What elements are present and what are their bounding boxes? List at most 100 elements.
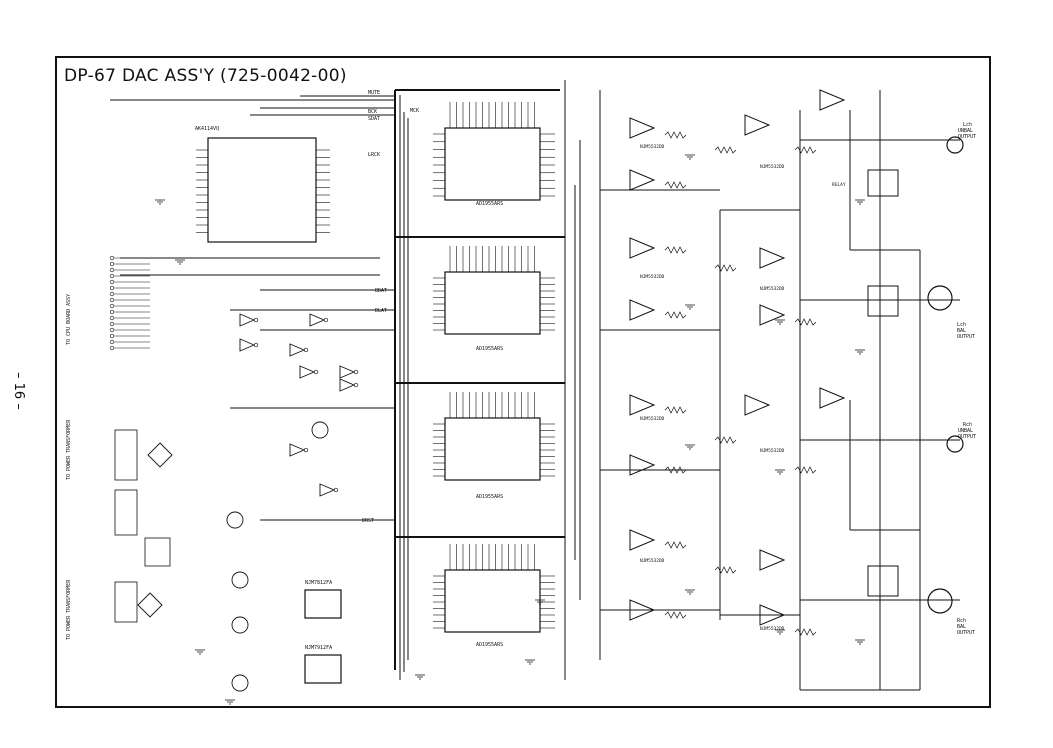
resistor [664, 181, 687, 189]
resistor [664, 131, 687, 139]
opamp-symbol [744, 394, 771, 416]
output-label-lch-unbal: Lch UNBAL OUTPUT [958, 122, 976, 140]
connector-label-cpu: TO CPU BOARD ASSY [66, 294, 72, 345]
output-label-rch-unbal: Rch UNBAL OUTPUT [958, 422, 976, 440]
opamp-symbol [629, 599, 656, 621]
opamp-symbol [744, 114, 771, 136]
opamp-symbol [629, 454, 656, 476]
transistor [231, 616, 249, 634]
ground-symbol [525, 659, 535, 665]
ground-symbol [685, 589, 695, 595]
ak4114-receiver: AK4114VQ [195, 126, 317, 243]
ground-symbol [155, 199, 165, 205]
logic-gate [319, 483, 336, 497]
connector-block [144, 537, 171, 567]
connector-pin [109, 267, 115, 273]
opamp-label-8: NJM5532DD [760, 626, 785, 632]
connector-pin [109, 255, 115, 261]
bridge-rectifier [147, 442, 173, 468]
opamp-label-7: NJM5532DD [640, 558, 665, 564]
opamp-symbol [759, 304, 786, 326]
ground-symbol [415, 674, 425, 680]
gate-bubble [253, 317, 259, 323]
resistor [714, 146, 737, 154]
connector-pin [109, 273, 115, 279]
net-label-mck: MCK [410, 108, 419, 114]
opamp-label-6: NJM5532DD [760, 448, 785, 454]
regulator-pos-label: NJM7812FA [305, 580, 332, 586]
opamp-label-4: NJM5532DD [760, 286, 785, 292]
opamp-symbol [759, 549, 786, 571]
ground-symbol [855, 639, 865, 645]
net-label-bdat: BDAT [375, 288, 387, 294]
components [109, 89, 865, 705]
regulator-pos: NJM7812FA [304, 580, 342, 619]
resistor [714, 436, 737, 444]
resistor [794, 466, 817, 474]
logic-gate [239, 338, 256, 352]
relays: RELAY [832, 169, 899, 597]
net-labels: MUTE BCK SDAT LRCK BDAT DLAT MCK DRST [362, 90, 419, 524]
page-title: DP-67 DAC ASS'Y (725-0042-00) [64, 66, 347, 86]
net-label-sdat: SDAT [368, 116, 380, 122]
connector-label-trans-2: TO POWER TRANSFORMER [66, 579, 72, 640]
net-label-lrck: LRCK [368, 152, 380, 158]
connector-block [114, 489, 138, 536]
ground-symbol [175, 259, 185, 265]
opamp-label-3: NJM5532DD [640, 274, 665, 280]
connector-pin [109, 315, 115, 321]
resistor [664, 406, 687, 414]
opamp-labels: NJM5532DD NJM5532DD NJM5532DD NJM5532DD … [640, 144, 785, 632]
net-label-dlat: DLAT [375, 308, 387, 314]
ground-symbol [775, 469, 785, 475]
connector-pin [109, 321, 115, 327]
transistor [226, 511, 244, 529]
opamp-symbol [629, 169, 656, 191]
connector-pin [109, 327, 115, 333]
gate-bubble [323, 317, 329, 323]
connector-pin [109, 285, 115, 291]
logic-gate [239, 313, 256, 327]
ground-symbol [855, 199, 865, 205]
ground-symbol [685, 154, 695, 160]
resistor [664, 611, 687, 619]
resistor [714, 566, 737, 574]
output-jacks [927, 136, 964, 614]
gate-bubble [353, 369, 359, 375]
opamp-symbol [819, 89, 846, 111]
bus-lines [110, 80, 960, 691]
resistor [664, 541, 687, 549]
connector-pin [109, 261, 115, 267]
opamp-symbol [629, 394, 656, 416]
connector-pin [109, 339, 115, 345]
opamp-label-5: NJM5532DD [640, 416, 665, 422]
connector-pin [109, 291, 115, 297]
resistor [664, 311, 687, 319]
regulator-neg: NJM7912FA [304, 645, 342, 684]
opamp-label-1: NJM5532DD [640, 144, 665, 150]
ground-symbol [775, 319, 785, 325]
resistor [794, 318, 817, 326]
net-label-drst: DRST [362, 518, 374, 524]
opamp-symbol [759, 247, 786, 269]
resistor [794, 146, 817, 154]
connector-pin [109, 279, 115, 285]
ground-symbol [225, 699, 235, 705]
logic-gate [299, 365, 316, 379]
connector-pin [109, 309, 115, 315]
transistor [311, 421, 329, 439]
dac-4-label: AD1955ARS [476, 642, 503, 648]
logic-gate [339, 378, 356, 392]
dac-2-label: AD1955ARS [476, 346, 503, 352]
connector-block [114, 429, 138, 481]
dac-ic-3 [444, 417, 541, 481]
relay-label: RELAY [832, 182, 846, 188]
gate-bubble [303, 347, 309, 353]
ground-symbol [685, 444, 695, 450]
logic-gate [289, 443, 306, 457]
connector-pin [109, 303, 115, 309]
dac-labels: AD1955ARS AD1955ARS AD1955ARS AD1955ARS [476, 201, 503, 648]
resistor [714, 264, 737, 272]
